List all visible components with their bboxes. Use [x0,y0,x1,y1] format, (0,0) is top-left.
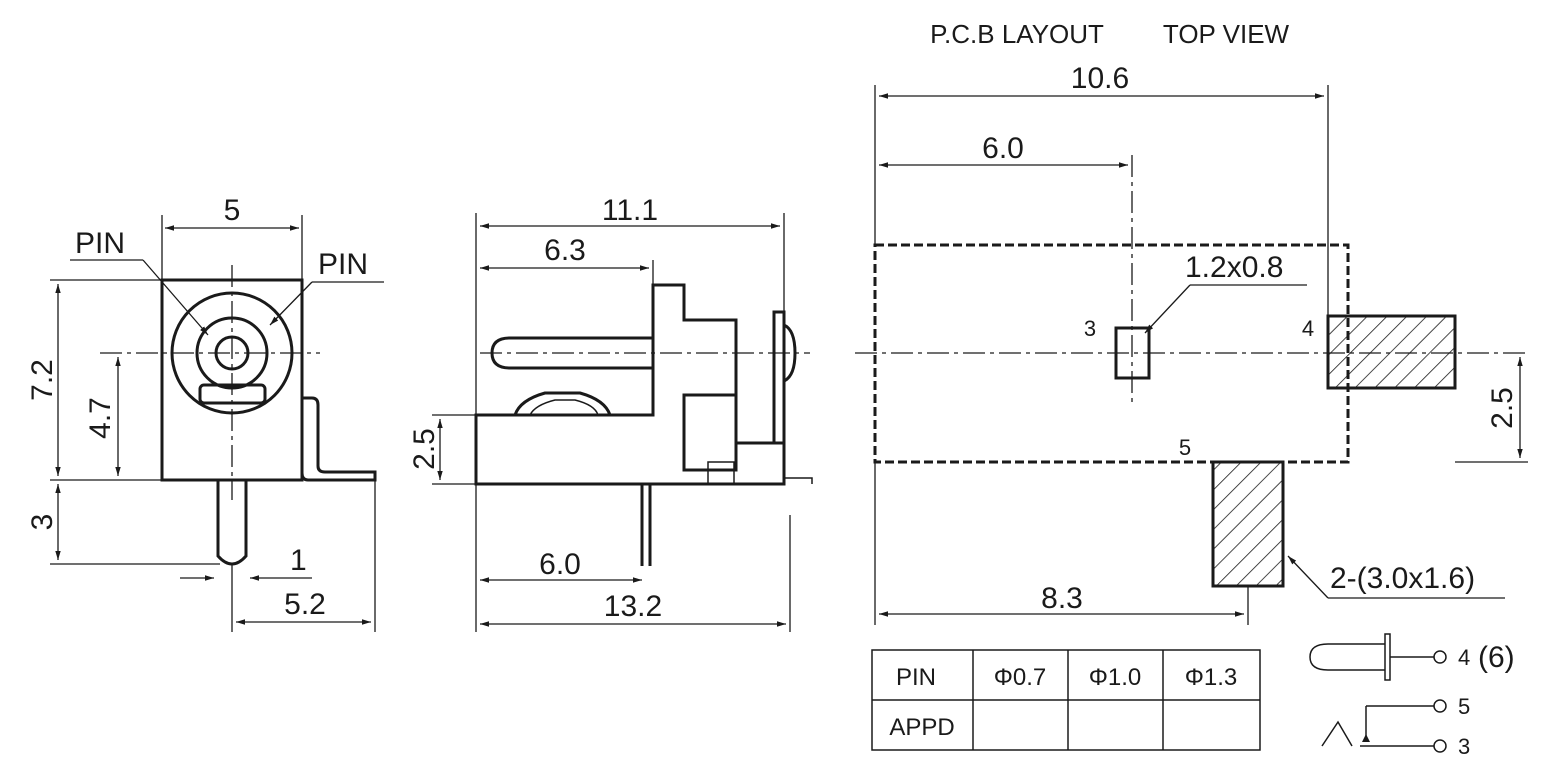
pcb-body-outline [873,243,1350,464]
pin-label-right: PIN [318,248,368,281]
terminal-3-label: 3 [1458,734,1470,759]
schematic-arrow [1362,734,1370,742]
dim-pin-length-text: 3 [26,514,59,531]
side-bent-tab [300,396,377,482]
dim-pin-width-text: 1 [290,544,307,577]
pad-pair-text: 2-(3.0x1.6) [1330,562,1475,595]
table-row-appd: APPD [889,714,954,741]
pad-4-label: 4 [1302,316,1314,341]
dim-pin-center-text: 6.3 [544,234,586,267]
pad-5 [1211,460,1285,588]
pin-table: PIN Φ0.7 Φ1.0 Φ1.3 APPD [871,649,1261,751]
dim-side-top-text: 11.1 [602,194,658,227]
terminal-4-label: 4 [1458,645,1470,670]
dim-center-height-text: 4.7 [84,397,117,439]
side-base-plate [784,477,813,484]
pad-size-text: 1.2x0.8 [1185,251,1283,284]
dim-width-text: 5 [224,194,241,227]
terminal-5 [1433,699,1447,713]
side-spring-inner [529,399,599,416]
side-inner-notch [707,461,735,485]
schematic-switch-contact [1321,720,1353,747]
dim-side-bottom-text: 13.2 [604,590,662,623]
table-header-d10: Φ1.0 [1089,664,1142,691]
side-inner-block [682,393,738,472]
dim-pcb-center-text: 6.0 [982,132,1024,165]
pin-leader-left [142,259,209,336]
side-view: 11.1 6.3 2.5 6.0 13.2 [408,194,813,632]
terminal-4 [1433,650,1447,664]
pad-3 [1114,326,1151,380]
pad-4 [1326,314,1457,390]
pcb-layout-view: P.C.B LAYOUT TOP VIEW 10.6 6.0 3 1.2x0.8… [855,19,1530,625]
schematic-pin-body [1309,643,1385,671]
dim-pad-spacing-text: 2.5 [1486,387,1519,429]
terminal-3 [1433,739,1447,753]
table-header-d07: Φ0.7 [994,664,1047,691]
pad-pair-leader [1287,555,1329,599]
pin-label-left: PIN [75,227,125,260]
dim-offset-text: 5.2 [284,588,326,621]
dim-pin-position-text: 6.0 [539,548,581,581]
front-view: 5 PIN PIN 7.2 4.7 3 1 5.2 [26,194,384,632]
top-view-title: TOP VIEW [1163,19,1290,49]
schematic-flange [1384,633,1391,681]
dim-height-text: 7.2 [26,359,59,401]
terminal-4-alt-label: (6) [1478,641,1515,674]
pad-5-label: 5 [1179,435,1191,460]
pcb-layout-title: P.C.B LAYOUT [930,19,1104,49]
dim-base-height-text: 2.5 [408,428,441,470]
dim-bottom-offset-text: 8.3 [1041,582,1083,615]
table-header-d13: Φ1.3 [1185,664,1238,691]
pad-3-label: 3 [1084,316,1096,341]
terminal-5-label: 5 [1458,694,1470,719]
pad-size-leader [1144,284,1191,334]
dim-pcb-width-text: 10.6 [1071,62,1129,95]
pin-leader-right [269,281,313,326]
schematic-symbol: 4 (6) 5 3 [1309,633,1515,759]
side-front-flange [772,310,786,445]
side-spring [513,391,612,416]
side-body-outline [474,283,786,486]
table-header-pin: PIN [896,664,936,691]
